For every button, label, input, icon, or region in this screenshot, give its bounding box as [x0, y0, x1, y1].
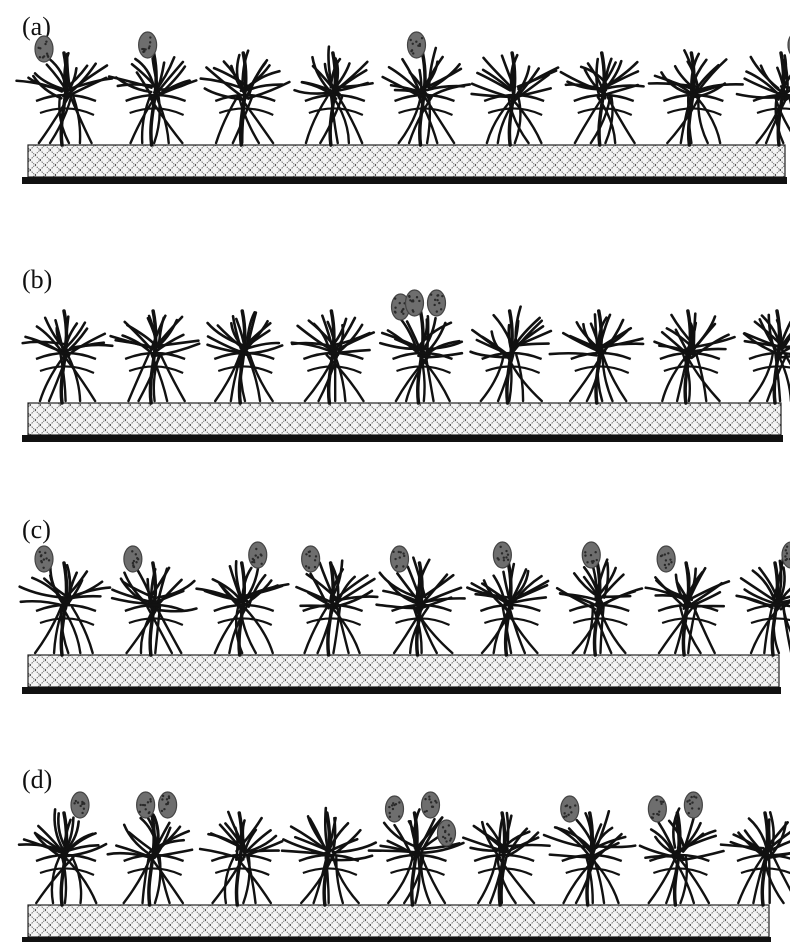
brush-molecule	[735, 51, 790, 147]
adsorbed-particle	[406, 31, 427, 59]
substrate	[27, 144, 786, 178]
panel-label: (c)	[22, 515, 51, 544]
adsorbed-particle	[248, 541, 268, 569]
adsorbed-particle	[138, 31, 158, 59]
adsorbed-particle	[123, 545, 143, 573]
brush-molecule	[17, 808, 108, 907]
brush-molecule	[18, 561, 112, 657]
substrate-base	[22, 937, 771, 942]
brush-molecule	[375, 556, 466, 657]
adsorbed-particle	[683, 791, 703, 819]
adsorbed-particle	[420, 791, 441, 819]
adsorbed-particle	[34, 35, 54, 63]
brush-molecule	[106, 811, 194, 907]
adsorbed-particle	[301, 545, 321, 573]
brush-molecule	[107, 51, 198, 147]
brush-molecule	[21, 309, 114, 405]
brush-molecule	[555, 558, 644, 657]
brush-molecule	[295, 559, 379, 657]
panel-a-scene	[15, 31, 790, 184]
adsorbed-particle	[70, 791, 90, 819]
adsorbed-particle	[560, 795, 580, 823]
panel-c-scene	[18, 541, 790, 694]
substrate	[27, 654, 780, 688]
panel-label: (a)	[22, 12, 51, 41]
brush-molecule	[15, 51, 114, 147]
brush-molecule	[110, 561, 198, 657]
brush-molecule	[378, 309, 464, 405]
panel-d-scene	[17, 791, 790, 942]
adsorbed-particle	[492, 541, 512, 569]
adsorbed-particle	[656, 545, 676, 573]
adsorbed-particle	[436, 819, 457, 847]
brush-molecule	[559, 51, 645, 147]
substrate	[27, 402, 782, 436]
brush-molecule	[195, 558, 290, 657]
brush-molecule	[653, 309, 736, 405]
panel-c: (c)	[0, 505, 790, 705]
brush-molecule	[742, 309, 790, 405]
panel-b: (b)	[0, 255, 790, 455]
brush-molecule	[638, 807, 725, 907]
adsorbed-particle	[34, 545, 54, 573]
brush-molecule	[719, 811, 790, 907]
adsorbed-particle	[389, 545, 410, 573]
adsorbed-particle	[404, 289, 425, 317]
substrate-base	[22, 177, 787, 184]
brush-molecule	[542, 810, 637, 907]
brush-molecule	[381, 46, 472, 147]
adsorbed-particle	[158, 791, 178, 819]
brush-molecule	[199, 49, 291, 147]
adsorbed-particle	[136, 791, 156, 819]
substrate-base	[22, 687, 781, 694]
substrate	[27, 904, 770, 938]
panel-label: (d)	[22, 765, 53, 794]
brush-molecule	[469, 305, 553, 405]
adsorbed-particle	[647, 795, 667, 823]
adsorbed-particle	[426, 289, 447, 317]
brush-molecule	[735, 557, 790, 657]
brush-molecule	[466, 561, 550, 657]
brush-molecule	[367, 808, 465, 907]
adsorbed-particle	[384, 795, 405, 823]
brush-molecule	[206, 309, 284, 405]
brush-molecule	[293, 45, 374, 147]
panel-label: (b)	[22, 265, 53, 294]
brush-molecule	[647, 49, 744, 147]
panel-b-scene	[21, 289, 790, 442]
brush-molecule	[280, 806, 378, 907]
brush-molecule	[109, 309, 201, 405]
brush-molecule	[198, 810, 284, 907]
brush-molecule	[548, 309, 645, 405]
brush-molecule	[290, 309, 376, 405]
brush-molecule	[470, 51, 560, 147]
brush-molecule	[644, 561, 731, 657]
panel-d: (d)	[0, 755, 790, 942]
brush-molecule	[461, 811, 551, 907]
adsorbed-particle	[581, 541, 601, 569]
substrate-base	[22, 435, 783, 442]
panel-a: (a)	[0, 0, 790, 200]
adsorbed-particle	[781, 541, 790, 569]
